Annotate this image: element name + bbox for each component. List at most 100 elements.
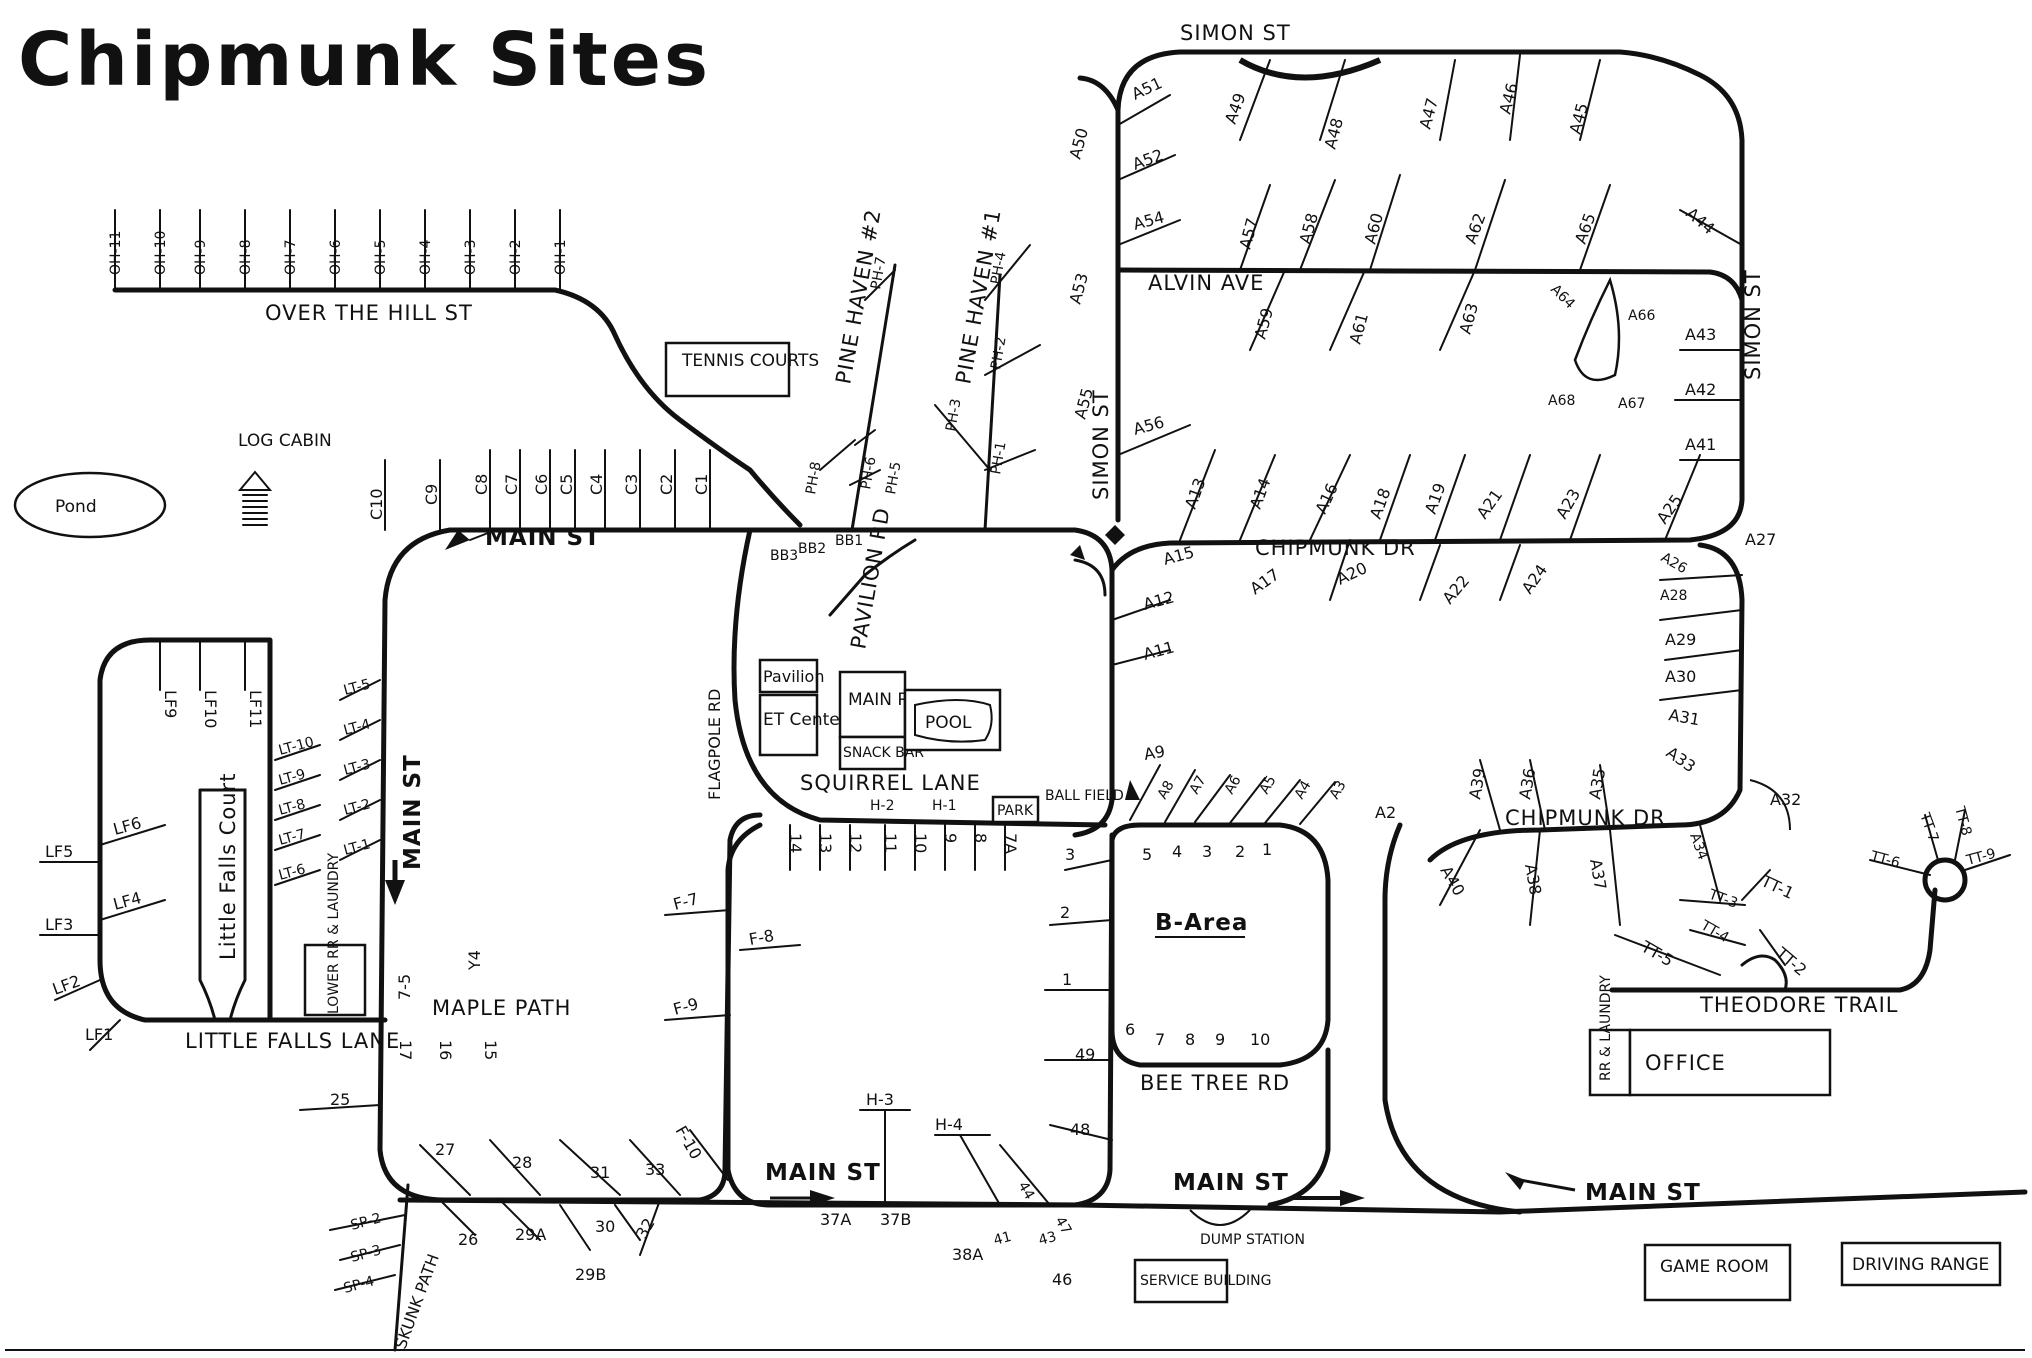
site-lf10: LF10 [201,690,220,728]
intersection-marker-icon [1105,525,1125,545]
driving-range-box [1840,1241,2002,1287]
site-a67: A67 [1618,396,1645,412]
a-low-labels: A8 A7 A6 A5 A4 A3 A2 A39 A36 A35 A40 A38… [1155,767,1711,900]
simon-st-spur [1077,75,1121,113]
site-a29: A29 [1665,630,1696,649]
site-sp-2: SP-2 [349,1210,383,1233]
c-spurs [384,449,711,531]
alvin-ave [1115,267,1745,303]
h-labels: H-2 H-1 H-3 H-4 [866,798,963,1134]
theodore-trail-label: THEODORE TRAIL [1699,993,1898,1017]
site-bb2: BB2 [798,541,826,557]
site-a16: A16 [1311,480,1341,516]
park-box [991,795,1040,824]
arrow-curve-icon [1070,545,1085,560]
squirrel-lane-label: SQUIRREL LANE [800,771,981,795]
site-ph-7: PH-7 [868,255,889,290]
site-lt-10: LT-10 [277,734,316,759]
b-area-number-labels: 5 4 3 2 1 6 7 8 9 10 3 2 1 49 48 [1060,840,1272,1139]
site-tt-7: TT-7 [1916,810,1941,844]
center-spurs [664,824,1113,1206]
main-st-loop-left [377,527,763,1203]
main-rr-box [838,670,907,739]
map-title: Chipmunk Sites [18,17,711,103]
lt-spurs [274,679,381,886]
site-lf3: LF3 [45,915,73,934]
site-lt-5: LT-5 [342,676,372,698]
ph-labels: PH-7 PH-8 PH-6 PH-5 PH-4 PH-2 PH-3 PH-1 [803,250,1009,495]
main-st-bottom-c-label: MAIN ST [1585,1180,1701,1206]
arrow-left-icon-2 [1505,1172,1525,1190]
sp-labels: SP-2 SP-3 SP-4 [342,1210,383,1296]
arrow-left-icon [445,530,470,550]
site-a11: A11 [1141,637,1176,663]
site-a39: A39 [1465,767,1489,801]
site-a20: A20 [1334,558,1370,588]
site-lf4: LF4 [111,888,143,914]
site-a52: A52 [1130,145,1166,174]
site-a66: A66 [1628,308,1655,324]
a66-pond [1573,276,1621,382]
site-a22: A22 [1439,571,1474,607]
site-a61: A61 [1346,311,1372,346]
site-c1: C1 [692,474,711,495]
site-ph-8: PH-8 [803,460,824,495]
site-lt-1: LT-1 [342,836,372,858]
theodore-trail [1609,887,1938,993]
site-38a: 38A [952,1245,983,1264]
site-oh-6: OH-6 [328,239,344,275]
site-33: 33 [645,1160,665,1179]
bottom-labels: 27 28 31 33 26 29A 29B 30 32 37A 37B 38A… [435,1140,1074,1289]
simon-st-right-label: SIMON ST [1741,269,1765,380]
flagpole-rd-label: FLAGPOLE RD [705,689,724,800]
over-the-hill-road [112,287,803,528]
site-44: 44 [1015,1179,1038,1203]
site-side-3: 3 [1065,845,1075,864]
pool-label: POOL [925,713,972,733]
site-11: 11 [881,833,900,853]
site-tt-2: TT-2 [1772,943,1811,980]
simon-st-crescent [1238,57,1382,81]
office-rr-label: RR & LAUNDRY [1598,975,1614,1081]
site-a56: A56 [1131,412,1166,438]
site-b7: 7 [1155,1030,1165,1049]
site-h-2: H-2 [870,798,895,814]
arrow-right-icon-2 [1340,1190,1365,1206]
site-b8: 8 [1185,1030,1195,1049]
service-building-label: SERVICE BUILDING [1140,1273,1271,1289]
site-c4: C4 [587,474,606,495]
tennis-courts-box [664,341,791,398]
site-lt-9: LT-9 [277,766,307,788]
lower-rr-box [303,943,367,1017]
site-f-7: F-7 [671,889,700,914]
driving-range-label: DRIVING RANGE [1852,1255,1989,1275]
site-a41: A41 [1685,435,1716,454]
site-a59: A59 [1251,306,1277,341]
pine-haven-2-road [850,263,897,532]
site-a4: A4 [1292,778,1315,802]
site-b10: 10 [1250,1030,1270,1049]
site-sp-4: SP-4 [342,1273,376,1296]
site-13: 13 [816,833,835,853]
site-a37: A37 [1586,857,1610,891]
site-a33: A33 [1663,743,1700,777]
center-number-labels: 14 13 12 11 10 9 8 7A [786,833,1020,854]
site-29a: 29A [515,1225,546,1244]
site-a53: A53 [1066,271,1092,306]
site-b1: 1 [1262,840,1272,859]
site-a2: A2 [1375,803,1396,822]
dump-station-arc [1189,1209,1251,1226]
site-tt-9: TT-9 [1964,846,1998,869]
site-bb1: BB1 [835,533,863,549]
little-falls-lane-label: LITTLE FALLS LANE [185,1029,400,1053]
site-a35: A35 [1585,767,1609,801]
site-26: 26 [458,1230,478,1249]
over-the-hill-label: OVER THE HILL ST [265,301,473,325]
site-b6: 6 [1125,1020,1135,1039]
site-oh-10: OH-10 [153,231,169,275]
tt-labels: TT-6 TT-7 TT-8 TT-9 TT-1 TT-3 TT-4 TT-2 … [1637,804,1997,980]
log-cabin-logs [242,494,268,526]
site-a38: A38 [1521,862,1545,896]
site-oh-3: OH-3 [463,239,479,275]
lf-spurs [39,639,246,1051]
